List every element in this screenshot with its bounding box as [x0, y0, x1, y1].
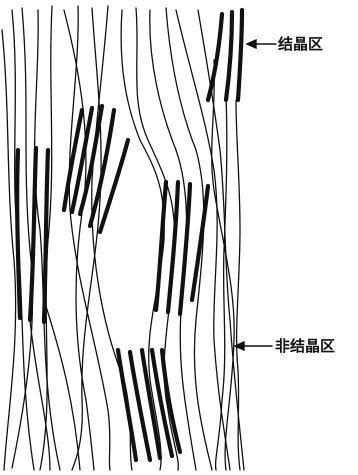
- crystal-segment: [27, 145, 39, 323]
- chain-line: [43, 299, 81, 471]
- crystal-segment: [159, 347, 183, 455]
- crystal-segment: [77, 103, 105, 217]
- chain-line: [1, 29, 17, 471]
- chain-line: [33, 9, 61, 471]
- chain-line: [214, 95, 228, 471]
- crystalline-region-label: 结晶区: [278, 35, 324, 53]
- crystal-segment: [61, 107, 85, 213]
- chain-line: [68, 5, 111, 471]
- crystal-segment: [177, 181, 193, 317]
- chain-line: [11, 9, 35, 471]
- crystal-segment: [69, 105, 95, 215]
- amorphous-region-label: 非结晶区: [275, 337, 336, 355]
- chain-line: [135, 7, 179, 471]
- crystal-segment: [165, 179, 181, 315]
- crystal-segment: [41, 147, 51, 325]
- crystalline-bundles: [15, 7, 245, 463]
- crystal-segment: [127, 349, 153, 463]
- crystal-segment: [223, 9, 235, 103]
- chain-line: [39, 5, 53, 471]
- chain-line: [211, 59, 235, 471]
- amorph-pointer-head: [233, 340, 245, 352]
- chain-line: [235, 99, 241, 471]
- crystal-segment: [189, 183, 211, 303]
- crystal-segment: [205, 11, 225, 103]
- annotation-arrows: [233, 38, 277, 352]
- crystal-segment: [139, 347, 163, 461]
- crystal-segment: [115, 347, 139, 463]
- crystal-segment: [235, 7, 245, 103]
- crystal-segment: [149, 347, 175, 459]
- chain-line: [71, 7, 102, 471]
- crystal-segment: [87, 107, 117, 229]
- crystal-segment: [97, 137, 131, 235]
- chain-line: [197, 9, 245, 471]
- amorphous-chains: [1, 5, 245, 471]
- chain-line: [29, 319, 51, 471]
- chain-line: [63, 9, 95, 471]
- crystal-segment: [153, 179, 169, 313]
- crystal-pointer-head: [245, 38, 257, 50]
- chain-line: [11, 7, 34, 469]
- chain-line: [120, 9, 165, 471]
- crystal-segment: [15, 147, 23, 321]
